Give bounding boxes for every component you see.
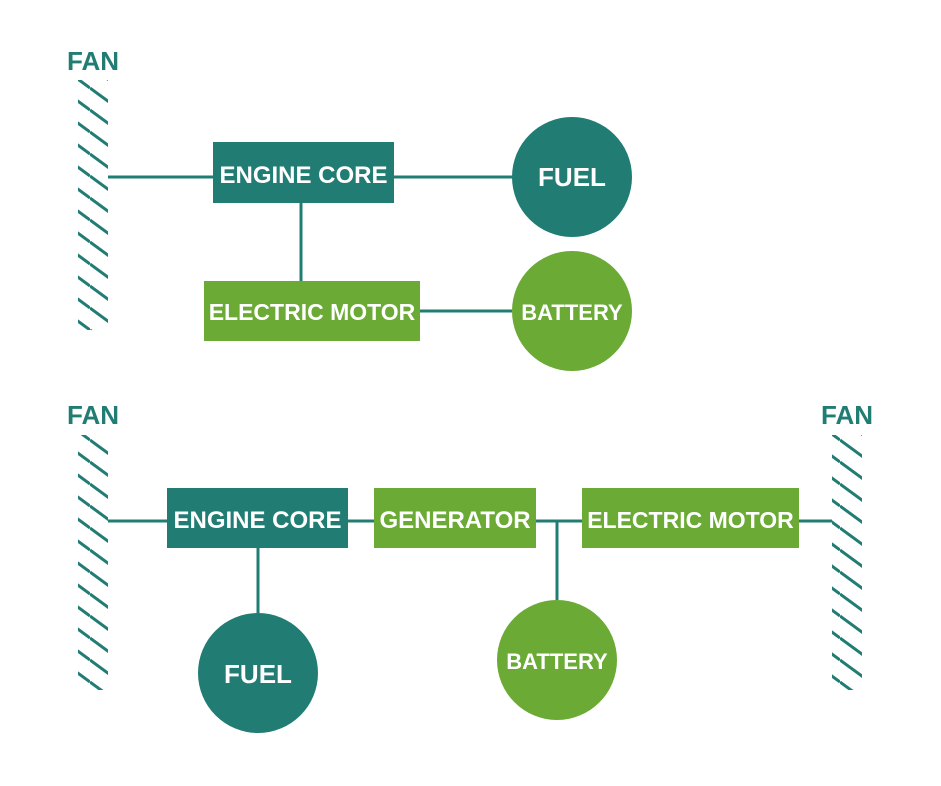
bottom-battery-label: BATTERY: [506, 649, 608, 674]
top-fan-hatch: [78, 80, 108, 330]
top-battery-label: BATTERY: [521, 300, 623, 325]
bottom-diagram: FAN FAN ENGINE CORE GENERATOR ELECTRIC M…: [67, 400, 873, 733]
top-fan-label: FAN: [67, 46, 119, 76]
bottom-fuel-label: FUEL: [224, 659, 292, 689]
top-engine-core-label: ENGINE CORE: [219, 162, 387, 189]
top-electric-motor-box: [204, 281, 420, 341]
bottom-engine-core-box: [167, 488, 348, 548]
bottom-fan-right-label: FAN: [821, 400, 873, 430]
bottom-battery-circle: [497, 600, 617, 720]
top-fuel-label: FUEL: [538, 162, 606, 192]
bottom-electric-motor-label: ELECTRIC MOTOR: [587, 507, 794, 533]
bottom-fan-left-label: FAN: [67, 400, 119, 430]
bottom-generator-label: GENERATOR: [379, 507, 530, 534]
top-battery-circle: [512, 251, 632, 371]
bottom-electric-motor-box: [582, 488, 799, 548]
bottom-engine-core-label: ENGINE CORE: [173, 507, 341, 534]
bottom-generator-box: [374, 488, 536, 548]
top-engine-core-box: [213, 142, 394, 203]
bottom-fan-left-hatch: [78, 435, 108, 690]
top-diagram: FAN ENGINE CORE FUEL ELECTRIC MOTOR BATT…: [67, 46, 632, 371]
top-fuel-circle: [512, 117, 632, 237]
bottom-fuel-circle: [198, 613, 318, 733]
top-electric-motor-label: ELECTRIC MOTOR: [209, 299, 416, 325]
bottom-fan-right-hatch: [832, 435, 862, 690]
